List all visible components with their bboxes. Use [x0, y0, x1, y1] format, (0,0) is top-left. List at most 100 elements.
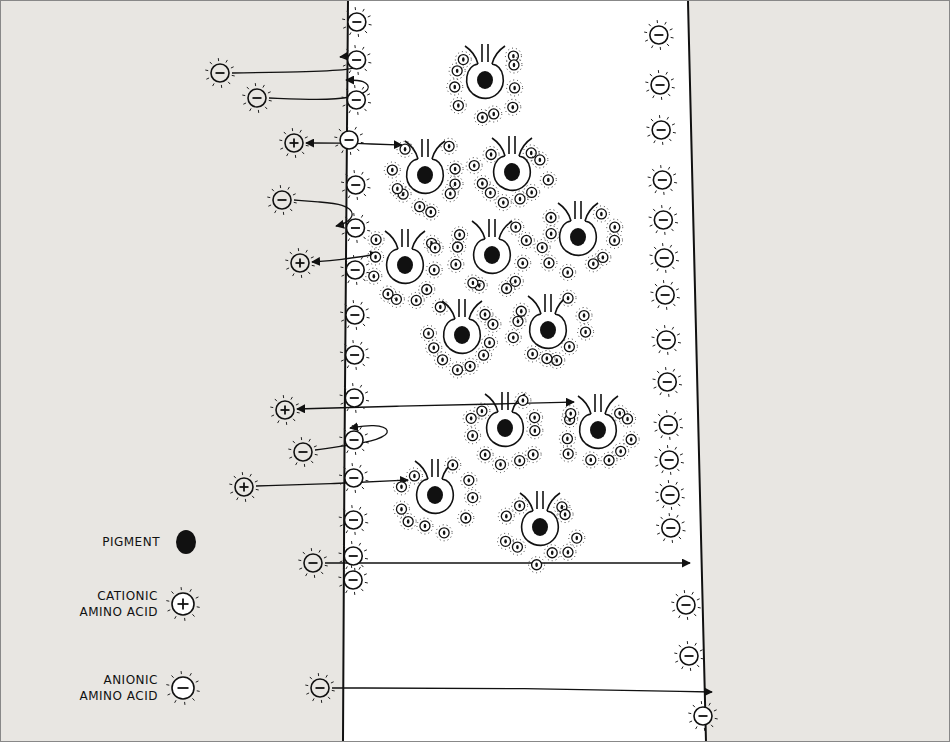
ion-ray: [256, 489, 259, 491]
ion-ray: [292, 128, 293, 131]
anionic-amino-acid: [688, 701, 717, 731]
anionic-amino-acid: [340, 340, 369, 370]
ion-ray: [229, 484, 232, 486]
ion-ray: [652, 169, 654, 171]
granule: [525, 346, 541, 362]
ion-ray: [172, 675, 174, 677]
ion-ray: [340, 312, 343, 314]
ion-ray: [674, 412, 675, 415]
granule-halo: [560, 446, 576, 462]
granule-circle: [501, 536, 511, 546]
ion-ray: [311, 257, 314, 258]
ion-ray: [666, 410, 667, 413]
granule-core: [492, 112, 495, 116]
granule-halo: [393, 501, 409, 517]
granule: [527, 410, 543, 426]
granule-halo: [505, 99, 521, 115]
granule-halo: [483, 147, 499, 163]
ion-ray: [658, 305, 659, 308]
ion-ray: [366, 480, 369, 482]
cationic-amino-acid: [166, 587, 199, 621]
ion-ray: [275, 399, 277, 401]
granule: [493, 457, 509, 473]
anionic-amino-acid: [341, 213, 370, 243]
ion-ray: [650, 74, 652, 76]
ion-ray: [360, 385, 361, 388]
cationic-amino-acid: [285, 248, 314, 278]
granule-core: [541, 245, 544, 249]
ion-circle: [652, 121, 670, 139]
granule-circle: [588, 259, 598, 269]
granule: [455, 52, 471, 68]
granule-circle: [596, 209, 606, 219]
granule-halo: [432, 299, 448, 315]
granule-circle: [452, 365, 462, 375]
ion-ray: [347, 11, 349, 13]
granule-halo: [408, 292, 424, 308]
ion-ray: [711, 725, 713, 727]
pigment-cell: [534, 201, 623, 280]
granule: [412, 199, 428, 215]
ion-ray: [673, 132, 676, 134]
anionic-amino-acid: [650, 280, 679, 310]
ion-ray: [293, 194, 296, 195]
ion-ray: [349, 70, 350, 73]
ion-ray: [306, 573, 307, 576]
ion-ray: [662, 142, 663, 145]
ion-ray: [286, 422, 287, 425]
granule-circle: [458, 55, 468, 65]
charge-sign: [352, 99, 361, 101]
granule-core: [550, 231, 553, 235]
ion-ray: [672, 267, 674, 269]
granule-core: [530, 151, 533, 155]
ion-ray: [366, 309, 369, 310]
ion-ray: [343, 27, 346, 28]
granule-halo: [482, 335, 498, 351]
ion-circle: [291, 254, 309, 272]
charge-sign: [656, 84, 665, 86]
ion-ray: [299, 568, 302, 569]
anionic-amino-acid: [339, 505, 368, 535]
granule: [458, 510, 474, 526]
ion-ray: [351, 505, 352, 508]
granule-circle: [510, 83, 520, 93]
ion-ray: [649, 185, 652, 186]
granule-circle: [466, 413, 476, 423]
ion-ray: [368, 16, 371, 17]
ion-ray: [668, 394, 669, 397]
ion-ray: [308, 272, 310, 274]
granule: [576, 308, 592, 324]
anionic-amino-acid: [305, 673, 334, 703]
ion-ray: [365, 434, 368, 435]
ion-ray: [325, 565, 328, 567]
ion-ray: [294, 202, 297, 204]
granule: [544, 545, 560, 561]
granule-core: [520, 309, 523, 313]
ion-ray: [364, 237, 366, 239]
ion-ray: [339, 585, 342, 586]
ion-circle: [172, 677, 194, 699]
ion-ray: [366, 442, 369, 444]
granule-halo: [578, 324, 594, 340]
granule-core: [502, 200, 505, 204]
granule-circle: [563, 449, 573, 459]
granule: [498, 508, 514, 524]
ion-ray: [361, 142, 364, 144]
granule-core: [551, 551, 554, 555]
ion-ray: [242, 472, 243, 475]
granule-core: [532, 452, 535, 456]
outer-region: [0, 0, 348, 742]
granule-core: [482, 353, 485, 357]
ion-ray: [168, 610, 171, 611]
ion-ray: [342, 190, 345, 191]
granule-circle: [369, 271, 379, 281]
ion-ray: [287, 153, 288, 156]
granule: [559, 431, 575, 447]
granule-circle: [510, 276, 520, 286]
granule-circle: [485, 188, 495, 198]
granule-core: [472, 281, 475, 285]
granule: [417, 518, 433, 534]
ion-ray: [321, 700, 322, 703]
granule: [449, 63, 465, 79]
ion-ray: [355, 490, 356, 493]
